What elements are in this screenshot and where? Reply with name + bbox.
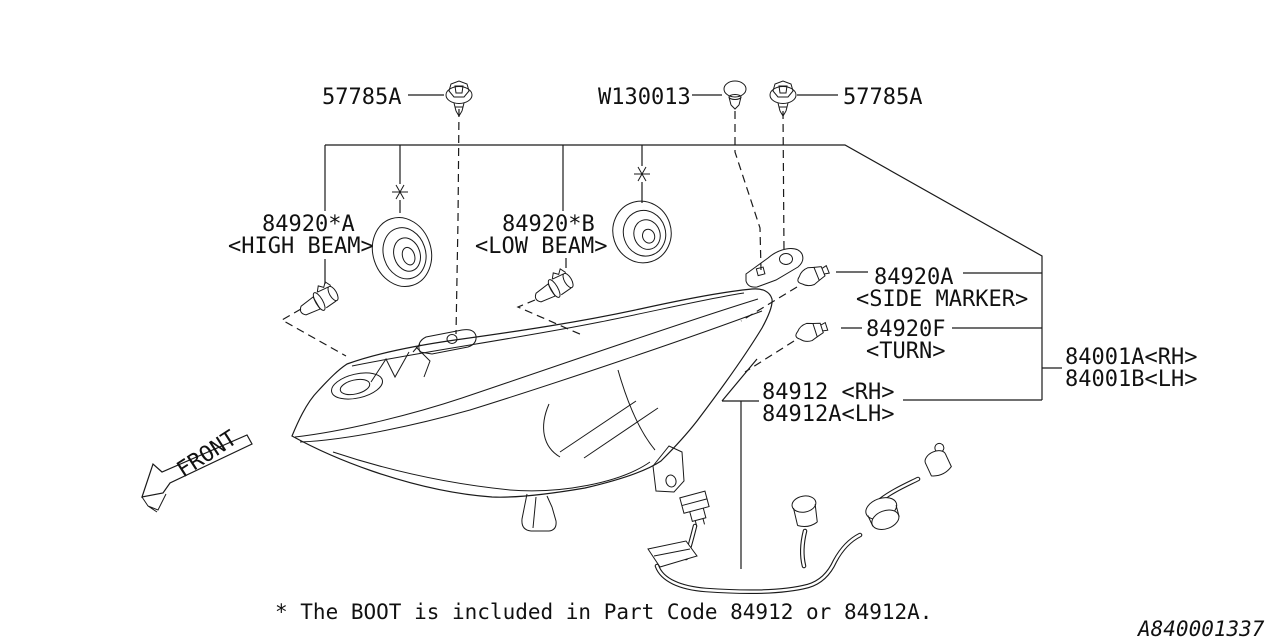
grommet-high-beam [371,217,433,287]
label-low-beam-name: <LOW BEAM> [475,234,607,259]
label-assembly-lh[interactable]: 84001B<LH> [1065,367,1197,392]
footnote: * The BOOT is included in Part Code 8491… [275,600,932,624]
harness-connector-block [647,540,698,568]
bolt-icon-right [769,80,797,117]
harness-square-connector [679,490,710,527]
turn-signal-bulb-icon [795,321,829,342]
harness-socket-middle [791,495,818,528]
label-turn-name: <TURN> [866,339,945,364]
label-cord-lh[interactable]: 84912A<LH> [762,402,894,427]
label-side-marker-name: <SIDE MARKER> [856,287,1028,312]
label-high-beam-name: <HIGH BEAM> [228,234,374,259]
part-labels: 57785A W130013 57785A 84920*A <HIGH BEAM… [228,85,1197,427]
asterisk-marker-high [392,184,408,200]
label-bolt-left[interactable]: 57785A [322,85,401,110]
label-assembly-rh[interactable]: 84001A<RH> [1065,345,1197,370]
leader-lines [324,94,1062,569]
label-turn-code[interactable]: 84920F [866,317,945,342]
asterisk-marker-low [634,166,650,182]
harness-socket-ribbed [865,497,900,530]
label-high-beam-code[interactable]: 84920*A [262,212,355,237]
label-cord-rh[interactable]: 84912 <RH> [762,380,894,405]
harness-socket-end [924,442,952,477]
low-beam-bulb-icon [534,268,574,303]
label-low-beam-code[interactable]: 84920*B [502,212,595,237]
bolt-icon-left [445,80,473,117]
clip-icon [723,80,747,110]
diagram-number: A840001337 [1136,617,1265,640]
front-arrow-label: FRONT [173,426,242,483]
wiring-harness-drawing [647,442,952,594]
label-bolt-right[interactable]: 57785A [843,85,922,110]
side-marker-bulb-icon [797,264,830,287]
grommet-low-beam [612,200,672,264]
label-clip[interactable]: W130013 [598,85,691,110]
high-beam-bulb-icon [299,281,339,316]
label-side-marker-code[interactable]: 84920A [874,265,953,290]
front-arrow: FRONT [141,426,253,513]
headlamp-housing-drawing [291,248,804,532]
